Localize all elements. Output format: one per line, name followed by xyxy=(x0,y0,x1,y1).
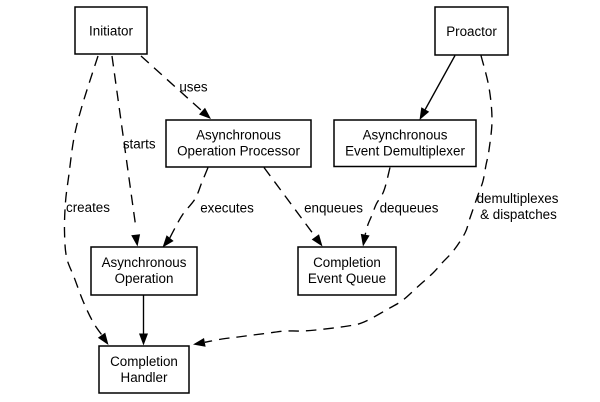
svg-text:Initiator: Initiator xyxy=(89,24,133,39)
svg-text:demultiplexes: demultiplexes xyxy=(477,191,559,206)
svg-text:creates: creates xyxy=(66,200,110,215)
svg-text:Operation: Operation xyxy=(115,271,174,286)
svg-text:dequeues: dequeues xyxy=(380,200,439,215)
svg-text:executes: executes xyxy=(200,201,254,216)
svg-text:Event Demultiplexer: Event Demultiplexer xyxy=(345,144,465,159)
svg-text:Asynchronous: Asynchronous xyxy=(102,255,187,270)
svg-text:& dispatches: & dispatches xyxy=(480,207,557,222)
svg-text:uses: uses xyxy=(179,79,208,94)
svg-text:Handler: Handler xyxy=(121,370,168,385)
svg-text:Asynchronous: Asynchronous xyxy=(363,128,448,143)
svg-text:enqueues: enqueues xyxy=(304,200,363,215)
svg-text:Completion: Completion xyxy=(313,255,381,270)
svg-text:Asynchronous: Asynchronous xyxy=(196,128,281,143)
svg-text:Operation Processor: Operation Processor xyxy=(177,144,300,159)
svg-text:Event Queue: Event Queue xyxy=(308,271,386,286)
svg-text:Completion: Completion xyxy=(110,354,178,369)
svg-text:starts: starts xyxy=(123,137,156,152)
svg-text:Proactor: Proactor xyxy=(446,24,497,39)
